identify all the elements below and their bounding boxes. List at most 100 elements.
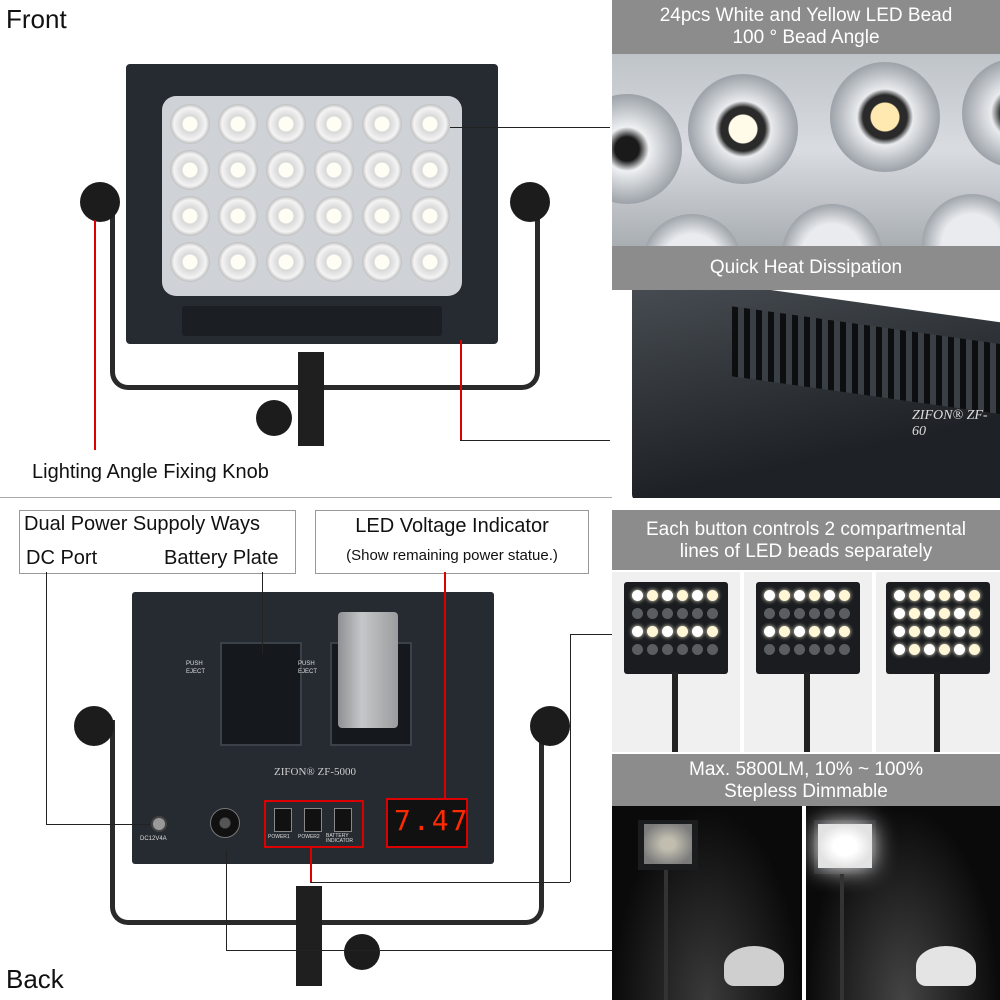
- compartment-led-dot: [809, 644, 820, 655]
- dc-text: DC12V4A: [140, 836, 167, 842]
- compartment-led-dot: [954, 608, 965, 619]
- power-box-title: Dual Power Suppoly Ways: [24, 513, 261, 535]
- compartment-led-dot: [779, 644, 790, 655]
- feature-3-line2: lines of LED beads separately: [679, 541, 933, 562]
- dimmable-photo-bright: [806, 806, 1000, 1000]
- led-bead-icon: [218, 150, 258, 190]
- front-title: Front: [6, 4, 67, 34]
- led-bead-icon: [218, 196, 258, 236]
- compartment-led-dot: [824, 626, 835, 637]
- battery-plate-empty: [220, 642, 302, 746]
- compartment-led-dot: [677, 608, 688, 619]
- compartment-led-dot: [939, 644, 950, 655]
- switch-group: [264, 800, 364, 848]
- compartment-led-dot: [809, 626, 820, 637]
- compartment-led-dot: [909, 644, 920, 655]
- compartment-led-dot: [779, 608, 790, 619]
- feature-band-1: 24pcs White and Yellow LED Bead 100 ° Be…: [612, 0, 1000, 54]
- compartment-led-dot: [839, 608, 850, 619]
- heat-callout-red: [460, 340, 462, 440]
- compartment-led-dot: [632, 590, 643, 601]
- led-bead-icon: [218, 104, 258, 144]
- compartment-led-dot: [924, 590, 935, 601]
- power-ways-box: Dual Power Suppoly Ways DC Port Battery …: [19, 510, 296, 574]
- back-title: Back: [6, 964, 64, 994]
- led-bead-icon: [218, 242, 258, 282]
- led-bead-icon: [314, 150, 354, 190]
- compartment-led-dot: [764, 590, 775, 601]
- led-bead-icon: [314, 196, 354, 236]
- compartment-led-dot: [969, 590, 980, 601]
- feature-1-line1: 24pcs White and Yellow LED Bead: [659, 5, 953, 26]
- compartment-led-dot: [692, 644, 703, 655]
- compartment-led-dot: [632, 608, 643, 619]
- dimmable-photo-dim: [612, 806, 802, 1000]
- knob-label: Lighting Angle Fixing Knob: [32, 461, 269, 483]
- compartment-led-dot: [707, 626, 718, 637]
- battery-indicator-switch[interactable]: [334, 808, 352, 832]
- compartment-led-dot: [794, 590, 805, 601]
- compartment-led-dot: [969, 608, 980, 619]
- compartment-led-dot: [764, 608, 775, 619]
- switch-label-battery: BATTERY INDICATOR: [326, 833, 354, 844]
- feature-2-line1: Quick Heat Dissipation: [709, 257, 903, 278]
- heat-dissipation-photo: ZIFON® ZF-60: [612, 290, 1000, 498]
- battery-plate-label: Battery Plate: [164, 547, 279, 569]
- compartment-led-dot: [824, 644, 835, 655]
- feature-band-2: Quick Heat Dissipation: [612, 246, 1000, 290]
- compartment-led-dot: [707, 644, 718, 655]
- compartment-photo-1: [612, 572, 740, 752]
- compartment-led-dot: [839, 644, 850, 655]
- compartment-led-dot: [824, 608, 835, 619]
- knob-callout-red: [94, 220, 96, 450]
- led-bead-icon: [362, 242, 402, 282]
- left-knob-icon: [80, 182, 120, 222]
- compartment-led-dot: [794, 608, 805, 619]
- battery-icon: [338, 612, 398, 728]
- compartment-led-dot: [894, 644, 905, 655]
- compartment-led-dot: [894, 608, 905, 619]
- compartment-led-dot: [939, 626, 950, 637]
- compartment-led-dot: [794, 626, 805, 637]
- feature-3-line1: Each button controls 2 compartmental: [645, 519, 966, 540]
- voltage-subtitle: (Show remaining power statue.): [346, 547, 558, 564]
- right-knob-icon: [510, 182, 550, 222]
- compartment-led-dot: [692, 626, 703, 637]
- led-callout-line: [450, 127, 610, 128]
- compartment-photo-2: [744, 572, 872, 752]
- led-bead-icon: [170, 150, 210, 190]
- compartment-led-dot: [677, 626, 688, 637]
- section-divider: [0, 497, 612, 498]
- dc-port-label: DC Port: [26, 547, 98, 569]
- compartment-led-dot: [924, 608, 935, 619]
- voltage-display-value: 7.47: [394, 804, 470, 837]
- compartment-led-dot: [707, 608, 718, 619]
- back-mount-knob-icon: [344, 934, 380, 970]
- feature-1-line2: 100 ° Bead Angle: [732, 27, 880, 48]
- compartment-led-dot: [969, 626, 980, 637]
- led-bead-icon: [362, 150, 402, 190]
- compartment-led-dot: [647, 590, 658, 601]
- compartment-led-dot: [662, 626, 673, 637]
- power2-switch[interactable]: [304, 808, 322, 832]
- mount-knob-icon: [256, 400, 292, 436]
- brand-label: ZIFON® ZF-5000: [274, 766, 356, 778]
- compartment-led-dot: [894, 626, 905, 637]
- led-bead-icon: [266, 104, 306, 144]
- back-right-knob-icon: [530, 706, 570, 746]
- led-bead-icon: [362, 104, 402, 144]
- compartment-led-dot: [764, 644, 775, 655]
- led-bead-icon: [170, 242, 210, 282]
- led-bead-icon: [410, 196, 450, 236]
- dimmer-dial[interactable]: [210, 808, 240, 838]
- compartment-led-dot: [969, 644, 980, 655]
- compartment-led-dot: [647, 626, 658, 637]
- led-bead-photo: [612, 54, 1000, 246]
- compartment-led-dot: [809, 590, 820, 601]
- led-bead-icon: [266, 242, 306, 282]
- compartment-led-dot: [647, 644, 658, 655]
- power1-switch[interactable]: [274, 808, 292, 832]
- back-panel-illustration: PUSH EJECT PUSH EJECT ZIFON® ZF-5000 DC1…: [60, 590, 580, 990]
- led-bead-icon: [170, 104, 210, 144]
- led-bead-icon: [170, 196, 210, 236]
